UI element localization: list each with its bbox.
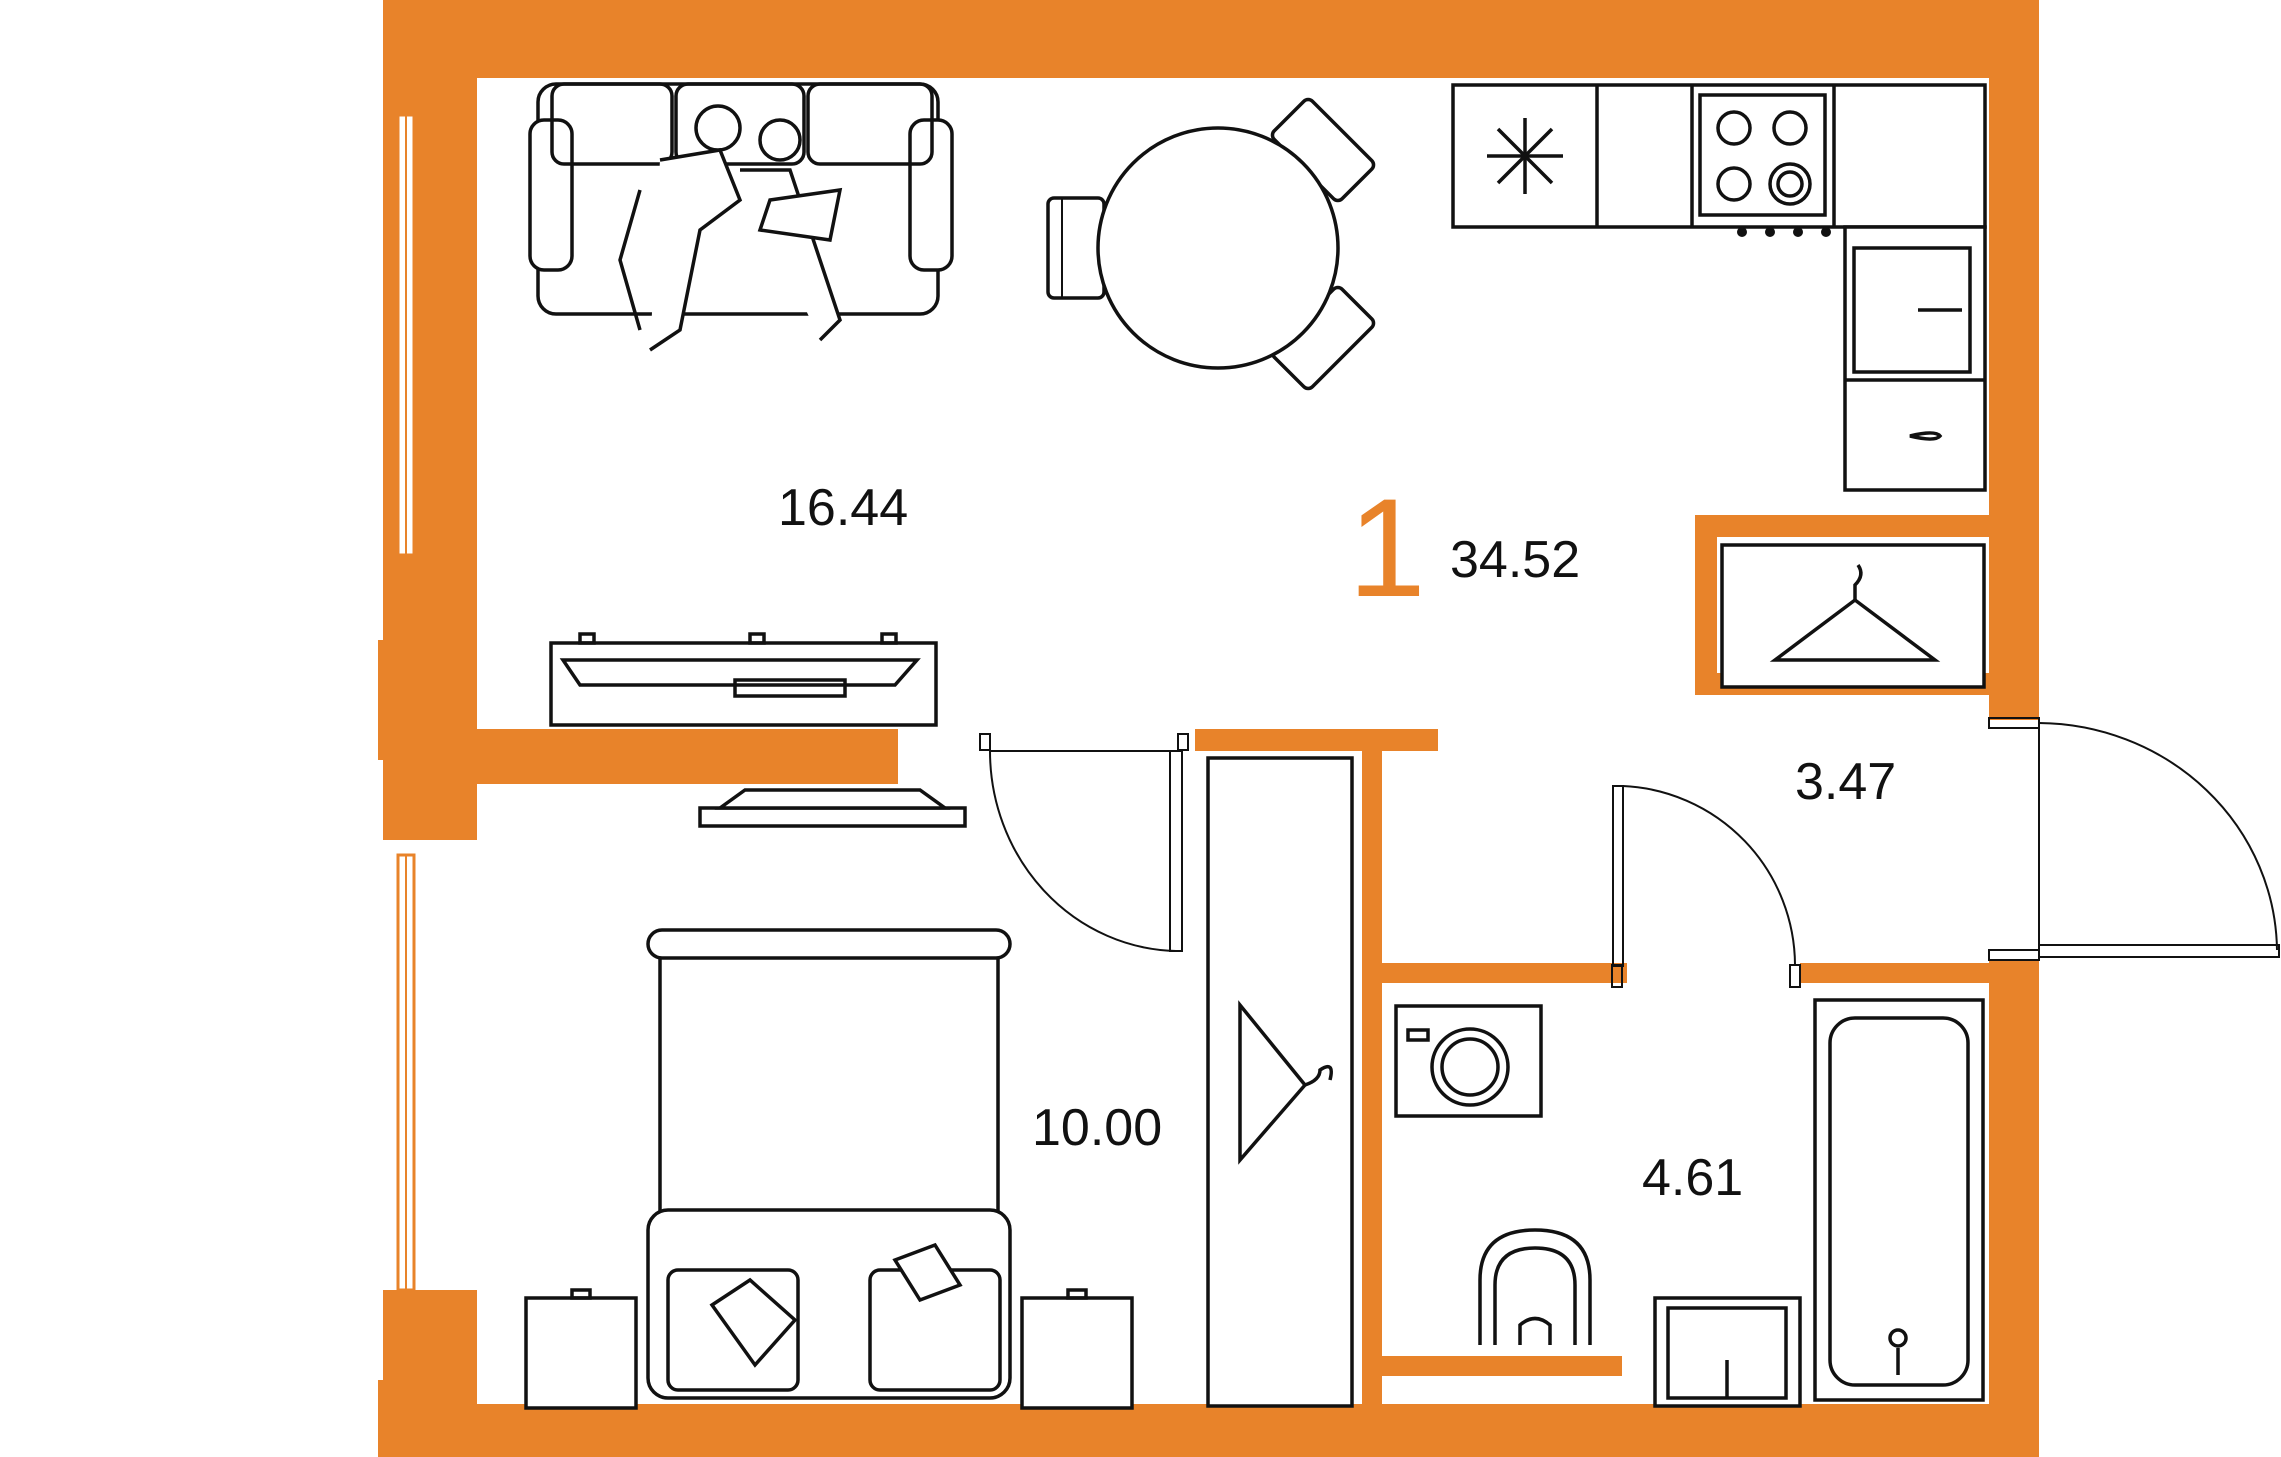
people-icon bbox=[618, 104, 843, 352]
total-area-label: 34.52 bbox=[1450, 531, 1581, 589]
hall-wardrobe-icon bbox=[1720, 543, 1986, 689]
windows bbox=[396, 113, 416, 1292]
bed-icon bbox=[646, 928, 1012, 1400]
hanger-icon bbox=[1238, 1000, 1333, 1165]
washing-machine-icon bbox=[1394, 1004, 1543, 1118]
bathtub-icon bbox=[1813, 998, 1985, 1402]
bedroom-area-label: 10.00 bbox=[1032, 1099, 1163, 1157]
hanger-icon-2 bbox=[1769, 563, 1941, 662]
dishwasher-icon bbox=[1909, 431, 1943, 441]
living-room-area-label: 16.44 bbox=[778, 479, 909, 537]
bathroom-area-label: 4.61 bbox=[1642, 1149, 1744, 1207]
fridge-icon bbox=[1487, 118, 1563, 194]
dining-table-icon bbox=[1046, 97, 1376, 391]
toilet-icon bbox=[1478, 1228, 1592, 1345]
nightstand-right-icon bbox=[1020, 1288, 1134, 1410]
tv-icon bbox=[549, 632, 938, 727]
washbasin-icon bbox=[1653, 1296, 1802, 1408]
hall-area-label: 3.47 bbox=[1795, 753, 1897, 811]
room-count-label: 1 bbox=[1348, 469, 1426, 626]
doors bbox=[979, 717, 2280, 988]
sink-icon bbox=[1852, 246, 1972, 374]
stove-icon bbox=[1698, 93, 1831, 237]
nightstand-left-icon bbox=[524, 1288, 638, 1410]
wardrobe-icon bbox=[1206, 756, 1354, 1408]
kitchen bbox=[1451, 83, 1987, 492]
tv-bedroom-icon bbox=[698, 788, 967, 828]
